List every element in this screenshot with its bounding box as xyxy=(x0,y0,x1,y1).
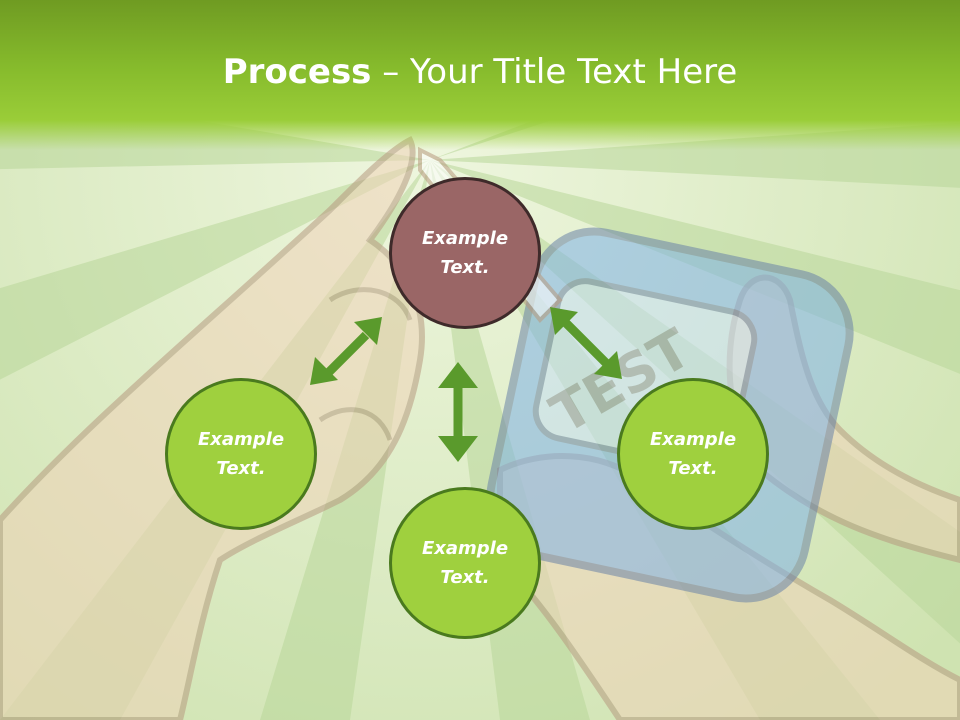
arrow-top-left xyxy=(310,317,382,385)
slide-title: Process – Your Title Text Here xyxy=(0,52,960,92)
header-band xyxy=(0,0,960,150)
node-text-line2: Text. xyxy=(216,458,266,479)
node-text-line1: Example xyxy=(421,228,509,249)
node-text-line1: Example xyxy=(421,538,509,559)
node-text-line1: Example xyxy=(649,429,737,450)
process-node-right[interactable]: Example Text. xyxy=(617,378,769,530)
node-text-line2: Text. xyxy=(440,257,490,278)
node-text-line2: Text. xyxy=(668,458,718,479)
arrow-top-right xyxy=(550,307,622,379)
arrow-vertical xyxy=(438,362,478,462)
process-node-top[interactable]: Example Text. xyxy=(389,177,541,329)
node-text-line1: Example xyxy=(197,429,285,450)
title-rest: – Your Title Text Here xyxy=(371,52,738,92)
process-node-left[interactable]: Example Text. xyxy=(165,378,317,530)
title-bold: Process xyxy=(222,52,372,92)
node-text-line2: Text. xyxy=(440,567,490,588)
process-node-bottom[interactable]: Example Text. xyxy=(389,487,541,639)
